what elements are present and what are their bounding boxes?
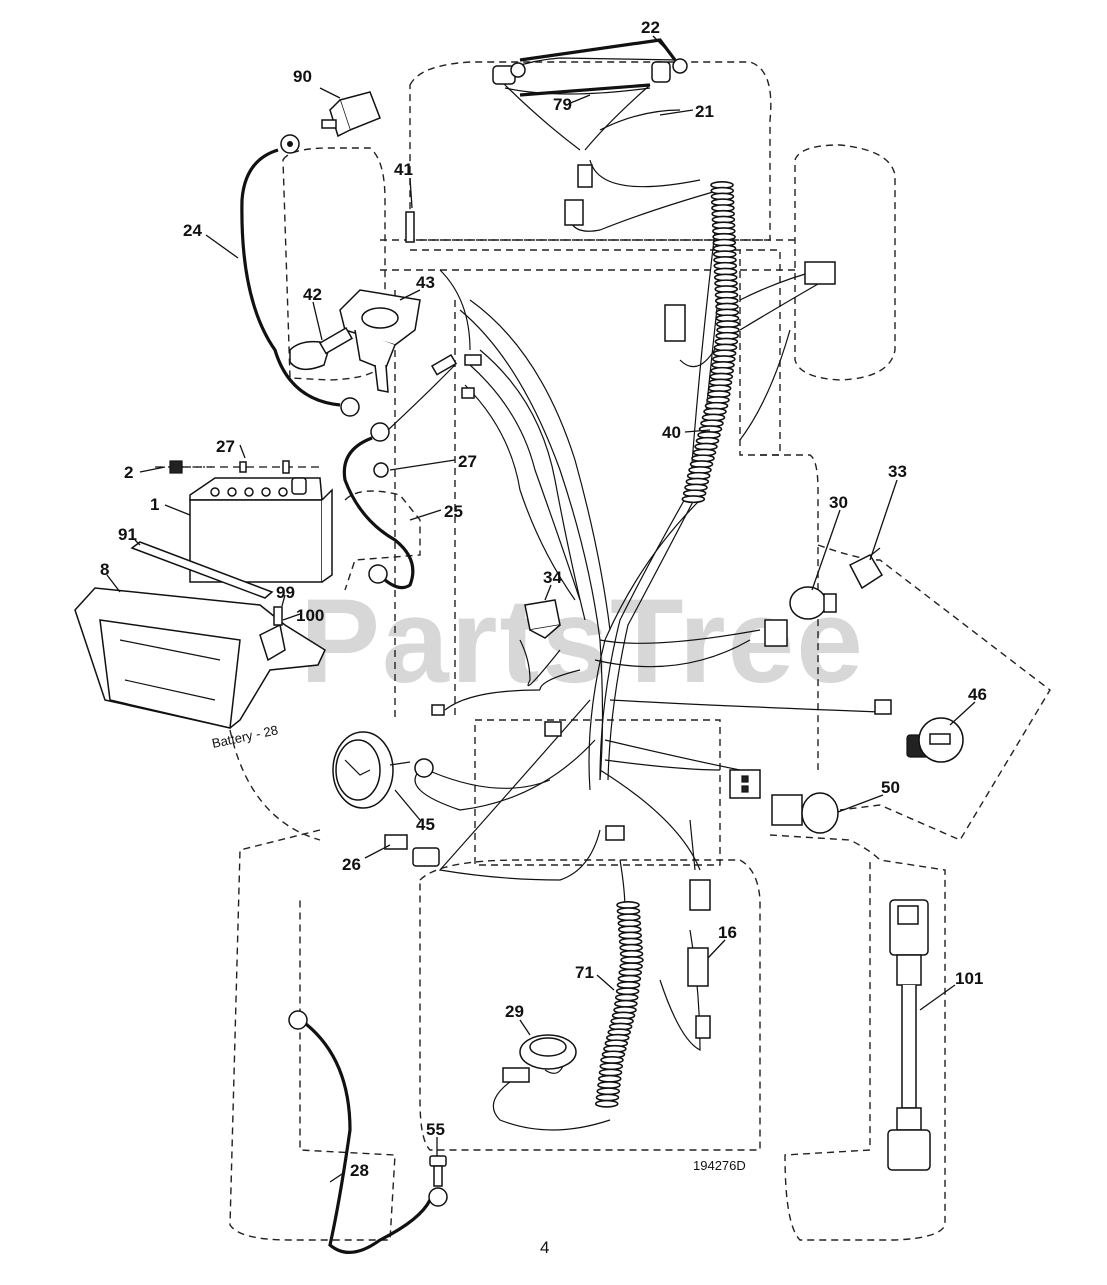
callout-27-battery: 27: [216, 437, 235, 456]
callout-2: 2: [124, 463, 133, 482]
callout-21: 21: [695, 102, 714, 121]
drawing-number: 194276D: [693, 1158, 746, 1173]
starter-solenoid-43: [289, 211, 421, 393]
callout-100: 100: [296, 606, 324, 625]
callout-42: 42: [303, 285, 322, 304]
center-connectors: [431, 261, 836, 911]
callout-25: 25: [444, 502, 463, 521]
callout-16: 16: [718, 923, 737, 942]
conduit-ring: [598, 1068, 623, 1077]
conduit-ring: [615, 987, 640, 996]
conduit-ring: [597, 1074, 622, 1083]
conduit-ring: [618, 968, 643, 977]
bolt-55: [429, 1155, 447, 1187]
callout-46: 46: [968, 685, 987, 704]
callout-79: 79: [553, 95, 572, 114]
callout-30: 30: [829, 493, 848, 512]
callout-45: 45: [416, 815, 435, 834]
callout-41: 41: [394, 160, 413, 179]
switch-34: [524, 599, 561, 639]
conduit-ring: [614, 993, 639, 1002]
callout-43: 43: [416, 273, 435, 292]
headlight-assembly: [492, 38, 688, 226]
conduit-ring: [614, 999, 638, 1008]
callout-34: 34: [543, 568, 562, 587]
harness-adapter-101: [887, 899, 931, 1171]
conduit-ring: [594, 1099, 619, 1108]
battery-cable-24: [240, 134, 360, 417]
pto-switch-50: [729, 769, 839, 834]
gauge-45: [332, 731, 551, 809]
callout-26: 26: [342, 855, 361, 874]
callout-90: 90: [293, 67, 312, 86]
callout-22: 22: [641, 18, 660, 37]
page-number: 4: [540, 1238, 549, 1257]
callout-55: 55: [426, 1120, 445, 1139]
callout-8: 8: [100, 560, 109, 579]
ignition-switch-30: [764, 586, 837, 647]
conduit-ring: [597, 1081, 621, 1090]
callout-91: 91: [118, 525, 137, 544]
conduit-ring: [600, 1056, 624, 1065]
conduit-ring: [596, 1087, 621, 1096]
conduit-ring: [681, 495, 706, 504]
battery-tray-8: [74, 541, 326, 729]
callout-27-washer: 27: [458, 452, 477, 471]
callout-leaders: [106, 35, 976, 1183]
plug-33: [848, 547, 884, 590]
conduit-ring: [617, 974, 642, 983]
callout-40: 40: [662, 423, 681, 442]
ground-cable-28: [288, 1010, 448, 1254]
harness-conduit-71: [594, 900, 644, 1108]
callout-29: 29: [505, 1002, 524, 1021]
callout-1: 1: [150, 495, 159, 514]
conduit-ring: [620, 955, 644, 964]
callout-labels: 22 79 21 90 24 41 42 43 27 25 27 2 1 91 …: [100, 18, 987, 1180]
callout-71: 71: [575, 963, 594, 982]
ammeter-46: [874, 699, 964, 763]
conduit-ring: [595, 1093, 620, 1102]
plug-16: [687, 947, 711, 1039]
conduit-ring: [619, 962, 643, 971]
cable-25: [342, 353, 458, 590]
plug-90: [321, 91, 381, 138]
conduit-ring: [616, 980, 641, 989]
battery-1: [155, 460, 333, 583]
conduit-ring: [599, 1062, 624, 1071]
callout-50: 50: [881, 778, 900, 797]
callout-28: 28: [350, 1161, 369, 1180]
callout-101: 101: [955, 969, 983, 988]
harness-conduit-40: [681, 181, 740, 504]
callout-33: 33: [888, 462, 907, 481]
callout-24: 24: [183, 221, 202, 240]
connector-26: [384, 834, 440, 867]
seat-switch-29: [502, 1034, 577, 1083]
callout-99: 99: [276, 583, 295, 602]
